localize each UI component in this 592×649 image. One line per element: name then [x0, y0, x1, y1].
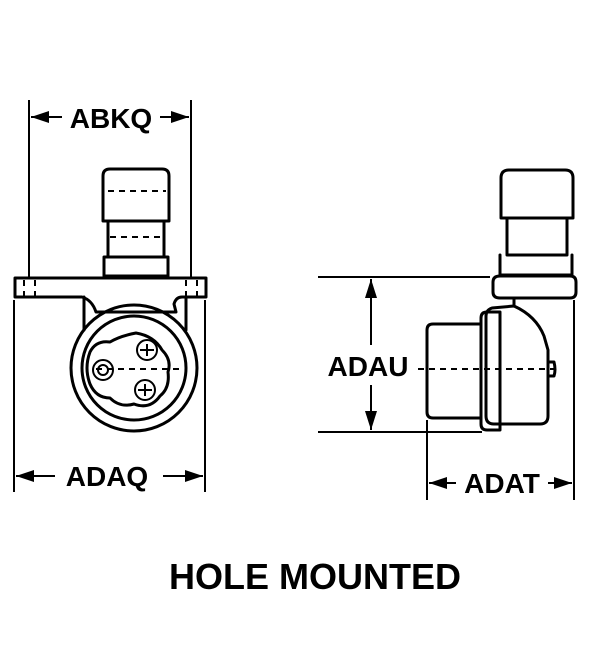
adat-arrow-left — [429, 477, 447, 489]
contact-pin-left — [92, 359, 114, 381]
contact-pin-top-right — [136, 339, 158, 361]
abkq-arrow-left — [31, 111, 49, 123]
adau-arrow-top — [365, 279, 377, 298]
adaq-arrow-right — [185, 470, 203, 482]
side-nut — [498, 253, 574, 277]
side-view: ADAU ADAT — [318, 168, 578, 500]
side-flange — [491, 274, 578, 300]
receptacle-inner-ring — [80, 314, 188, 422]
abkq-arrow-right — [171, 111, 189, 123]
adat-arrow-right — [554, 477, 572, 489]
side-cap — [499, 168, 575, 220]
adaq-label: ADAQ — [66, 461, 148, 492]
front-cap — [101, 167, 171, 223]
adat-label: ADAT — [464, 468, 540, 499]
front-nut — [102, 255, 170, 278]
side-neck — [505, 216, 569, 257]
receptacle-insert — [85, 331, 171, 408]
adau-label: ADAU — [328, 351, 409, 382]
adaq-arrow-left — [16, 470, 34, 482]
abkq-label: ABKQ — [70, 103, 152, 134]
side-plug-body — [425, 322, 483, 420]
side-elbow-body — [484, 296, 550, 426]
front-view: ABKQ — [13, 100, 208, 492]
receptacle-outer-ring — [69, 303, 199, 433]
contact-pin-bottom-right — [134, 379, 156, 401]
front-mounting-flange — [13, 276, 208, 314]
front-housing — [82, 295, 188, 332]
caption: HOLE MOUNTED — [169, 556, 461, 597]
adau-arrow-bottom — [365, 411, 377, 430]
side-coupling-ring — [479, 310, 502, 432]
front-neck — [106, 219, 166, 259]
